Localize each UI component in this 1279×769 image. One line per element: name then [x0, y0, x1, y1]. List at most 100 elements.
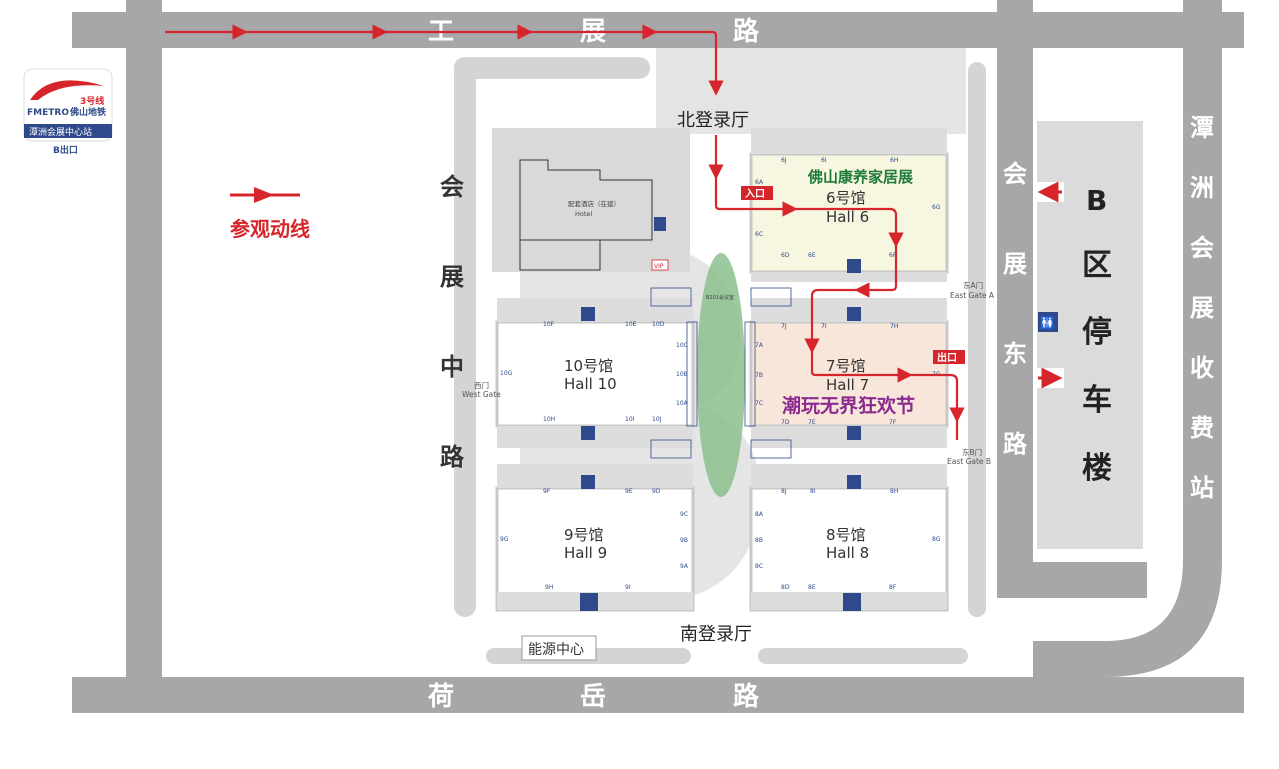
door-6D: 6D: [781, 252, 790, 259]
door-8J: 8J: [781, 488, 787, 495]
west-road-char-3: 中: [440, 353, 464, 381]
door-9F: 9F: [543, 488, 551, 495]
door-7D: 7D: [781, 419, 790, 426]
hotel: 配套酒店（在建） Hotel VIP: [492, 128, 690, 272]
hall-10-cn: 10号馆: [564, 357, 613, 375]
restroom-icon: [847, 475, 861, 489]
energy-center-box: [521, 635, 597, 661]
route-hall7: [810, 346, 913, 383]
road-far-east: [1033, 0, 1222, 677]
door-6J: 6J: [781, 157, 787, 164]
metro-logo-icon: 3号线 FMETRO 佛山地铁 潭洲会展中心站 B出口: [23, 68, 113, 156]
road-bottom-char-3: 路: [733, 681, 760, 712]
west-road-char-4: 路: [440, 443, 465, 471]
hall-bands: [497, 128, 947, 610]
parking-char-3: 车: [1082, 383, 1112, 418]
door-6E: 6E: [808, 252, 816, 259]
hall-titles: 佛山康养家居展 6号馆 Hall 6 7号馆 Hall 7 潮玩无界狂欢节 8号…: [564, 168, 915, 562]
far-east-char-2: 洲: [1190, 174, 1214, 202]
door-7E: 7E: [808, 419, 816, 426]
parking-b: B: [1086, 184, 1107, 217]
door-9B: 9B: [680, 537, 688, 544]
parking-arrow-icon: [1034, 181, 1064, 389]
west-road-char-2: 展: [440, 263, 464, 291]
door-10B: 10B: [676, 371, 688, 378]
door-10F: 10F: [543, 321, 555, 328]
east-gate-a-cn: 东A门: [963, 280, 983, 290]
vip-label: VIP: [654, 263, 664, 270]
door-7C: 7C: [755, 400, 763, 407]
metro-line: 3号线: [80, 95, 104, 107]
east-road-char-4: 路: [1003, 430, 1028, 458]
road-bottom-char-2: 岳: [580, 682, 606, 712]
restroom-icon: 🚻: [1038, 312, 1058, 332]
door-8C: 8C: [755, 563, 763, 570]
venue-path-west: [454, 57, 476, 617]
north-lobby-label: 北登录厅: [677, 110, 749, 131]
route-top: [165, 30, 724, 96]
west-gate-cn: 西门: [474, 381, 489, 390]
west-road-label: 会 展 中 路: [440, 173, 465, 471]
entrance-label: 入口: [745, 188, 765, 200]
road-bottom: [72, 677, 1244, 713]
west-gate-en: West Gate: [462, 390, 501, 399]
hotel-cn: 配套酒店（在建）: [568, 199, 620, 208]
restroom-icons: [580, 259, 861, 611]
hotel-en: Hotel: [575, 210, 592, 218]
restroom-icon: [847, 426, 861, 440]
route-to-hall7: [854, 240, 898, 298]
south-lobby-label: 南登录厅: [680, 624, 752, 645]
connectors: [650, 287, 792, 459]
east-road-char-1: 会: [1003, 160, 1027, 188]
restroom-icon: [581, 475, 595, 489]
road-top-char-3: 路: [733, 16, 760, 47]
east-road-char-3: 东: [1003, 340, 1027, 368]
door-10H: 10H: [543, 416, 555, 423]
door-6H: 6H: [890, 157, 898, 164]
door-8D: 8D: [781, 584, 790, 591]
door-7H: 7H: [890, 323, 898, 330]
far-east-char-1: 潭: [1190, 114, 1214, 142]
door-codes: 6J 6I 6H 6A 6C 6D 6E 6F 6G 7J 7I 7H 7A 7…: [500, 157, 941, 591]
route-hall7-enter: [804, 288, 862, 354]
door-6A: 6A: [755, 179, 764, 186]
legend: 参观动线: [230, 187, 310, 241]
hall-8-block: [749, 486, 949, 612]
east-road-char-2: 展: [1003, 250, 1027, 278]
door-7A: 7A: [755, 342, 764, 349]
hall-7-cn: 7号馆: [826, 357, 866, 375]
east-gate-b-en: East Gate B: [947, 457, 991, 466]
energy-center-label: 能源中心: [528, 642, 584, 658]
door-7J: 7J: [781, 323, 787, 330]
door-9I: 9I: [625, 584, 631, 591]
door-6G: 6G: [932, 204, 941, 211]
vip-room: [651, 259, 669, 271]
metro-station: 潭洲会展中心站: [29, 126, 92, 138]
restroom-icon: [847, 259, 861, 273]
metro-exit: B出口: [53, 144, 78, 156]
door-6I: 6I: [821, 157, 827, 164]
metro-brand: FMETRO: [27, 108, 69, 118]
hall-9-cn: 9号馆: [564, 526, 604, 544]
route-exit: [905, 373, 965, 423]
door-7F: 7F: [889, 419, 897, 426]
far-east-char-6: 费: [1190, 414, 1214, 442]
door-10E: 10E: [625, 321, 637, 328]
restroom-icon: [581, 307, 595, 321]
exit-marker: 出口: [933, 350, 965, 364]
door-9H: 9H: [545, 584, 553, 591]
roads: [72, 0, 1244, 713]
gates: 西门 West Gate 东A门 East Gate A 东B门 East Ga…: [462, 280, 995, 466]
venue-path-east: [968, 62, 986, 617]
far-east-char-3: 会: [1190, 234, 1214, 262]
parking-char-1: 区: [1082, 248, 1112, 283]
east-gate-b-cn: 东B门: [962, 447, 982, 457]
door-8E: 8E: [808, 584, 816, 591]
door-10J: 10J: [652, 416, 662, 423]
door-8F: 8F: [889, 584, 897, 591]
door-9G: 9G: [500, 536, 509, 543]
hall-10-en: Hall 10: [564, 375, 617, 393]
hotel-block: [492, 128, 690, 272]
road-left: [126, 0, 162, 713]
